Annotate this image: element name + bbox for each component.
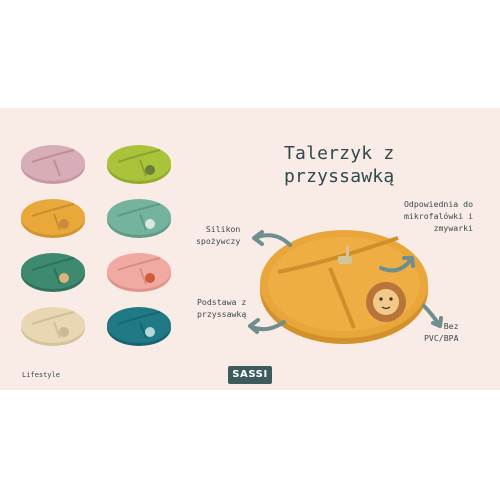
plate-swatch-mint <box>106 196 172 240</box>
plate-swatch-coral <box>106 250 172 294</box>
plate-swatch-pink <box>20 142 86 186</box>
feature-bpa: Bez PVC/BPA <box>424 321 459 343</box>
feature-silicone: Silikon spożywczy <box>196 224 241 246</box>
plate-swatch-mustard <box>20 196 86 240</box>
feature-microwave: Odpowiednia do mikrofalówki i zmywarki <box>404 199 474 233</box>
product-banner: Lifestyle <box>0 108 500 390</box>
page-title: Talerzyk z przyssawką <box>284 142 404 188</box>
lifestyle-label: Lifestyle <box>22 371 60 379</box>
brand-logo: SASSI <box>228 366 272 384</box>
giraffe-icon <box>338 246 352 264</box>
plate-swatch-teal <box>106 304 172 348</box>
main-plate-image <box>258 220 430 345</box>
feature-base: Podstawa z przyssawką <box>197 297 247 319</box>
plate-swatch-lime <box>106 142 172 186</box>
plate-swatch-sand <box>20 304 86 348</box>
title-line-1: Talerzyk z <box>284 143 395 164</box>
lion-icon <box>366 282 406 322</box>
plate-swatch-green <box>20 250 86 294</box>
title-line-2: przyssawką <box>284 166 395 187</box>
